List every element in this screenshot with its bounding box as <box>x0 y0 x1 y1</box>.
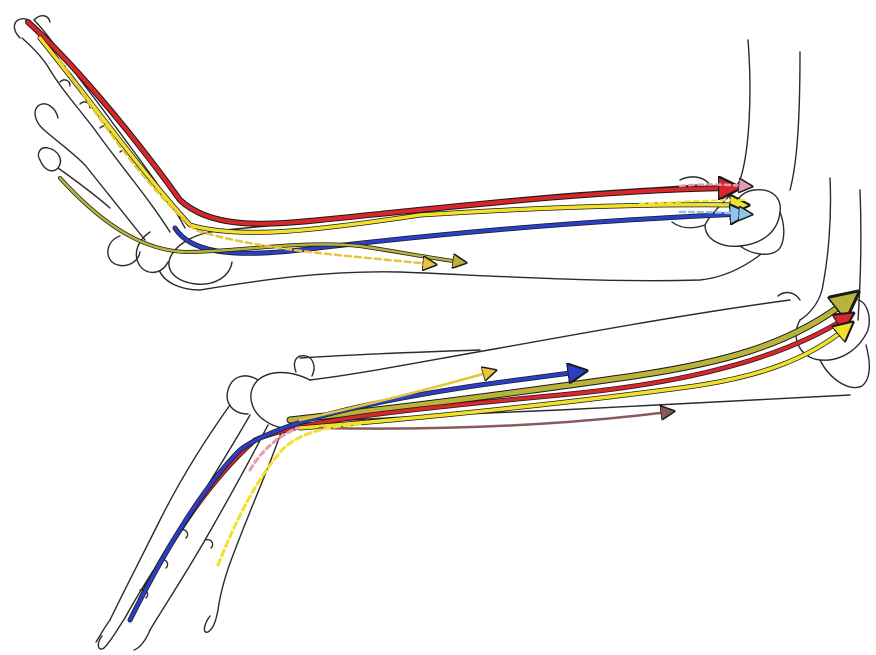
lower-carpal-3 <box>294 356 314 376</box>
upper-carpal-bone <box>136 232 168 272</box>
upper-dewclaw <box>38 148 110 208</box>
lower-humerus <box>800 178 861 320</box>
lower-red-tendon <box>140 318 846 600</box>
upper-red-tendon <box>28 22 730 224</box>
upper-humerus <box>705 40 800 225</box>
upper-elbow-condyle <box>705 190 780 247</box>
upper-limb <box>14 16 800 290</box>
lower-metacarpal-4 <box>218 430 282 610</box>
upper-olecranon <box>740 212 784 254</box>
lower-metacarpal-3 <box>110 405 230 620</box>
lower-metacarpal-2 <box>150 425 268 630</box>
lower-yellow-dashed <box>218 424 360 565</box>
upper-metacarpal-1 <box>22 38 170 232</box>
lower-elbow-olecranon <box>778 293 869 388</box>
lower-phalanx-tips <box>96 610 218 650</box>
upper-carpus <box>169 232 232 284</box>
